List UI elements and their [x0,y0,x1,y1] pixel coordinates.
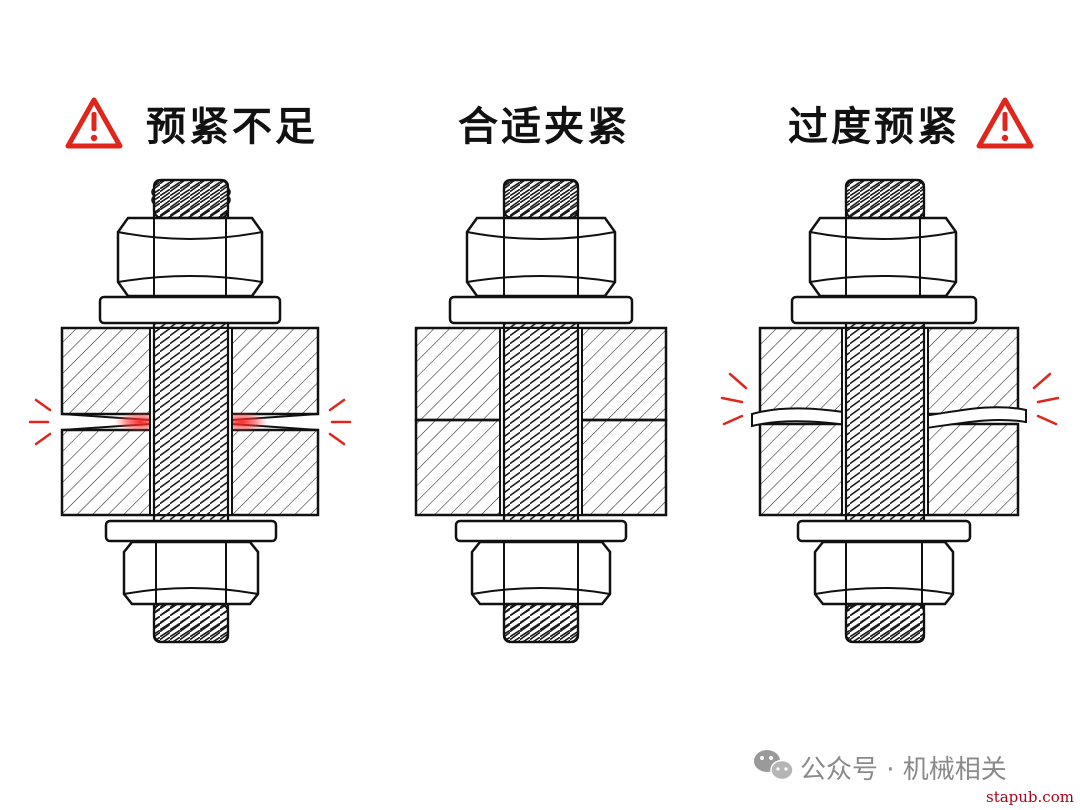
title-over-text: 过度预紧 [788,104,960,150]
watermark: 公众号 · 机械相关 [754,750,1007,785]
warning-triangle-icon [65,97,123,149]
nut-top [116,216,264,298]
washer-bottom [454,519,628,543]
site-url: stapub.com [986,788,1074,806]
nut-top [808,216,958,298]
wechat-icon [754,750,794,781]
title-under: 预紧不足 [65,97,318,150]
nut-bottom [470,540,612,606]
assembly-proper [414,178,668,644]
warning-burst [28,398,352,446]
washer-bottom [796,519,972,543]
title-proper-text: 合适夹紧 [458,104,630,150]
title-under-text: 预紧不足 [146,104,318,150]
washer-bottom [104,519,278,543]
title-proper: 合适夹紧 [458,104,630,150]
title-over: 过度预紧 [788,97,1034,150]
warning-burst [720,372,1060,426]
assembly-over [720,178,1060,644]
washer-top [98,295,282,325]
warning-triangle-icon [976,97,1034,149]
nut-top [465,216,617,298]
assembly-under [28,178,352,644]
washer-top [790,295,978,325]
nut-bottom [122,540,260,606]
watermark-text: 公众号 · 机械相关 [800,755,1007,785]
nut-bottom [813,540,955,606]
washer-top [448,295,634,325]
